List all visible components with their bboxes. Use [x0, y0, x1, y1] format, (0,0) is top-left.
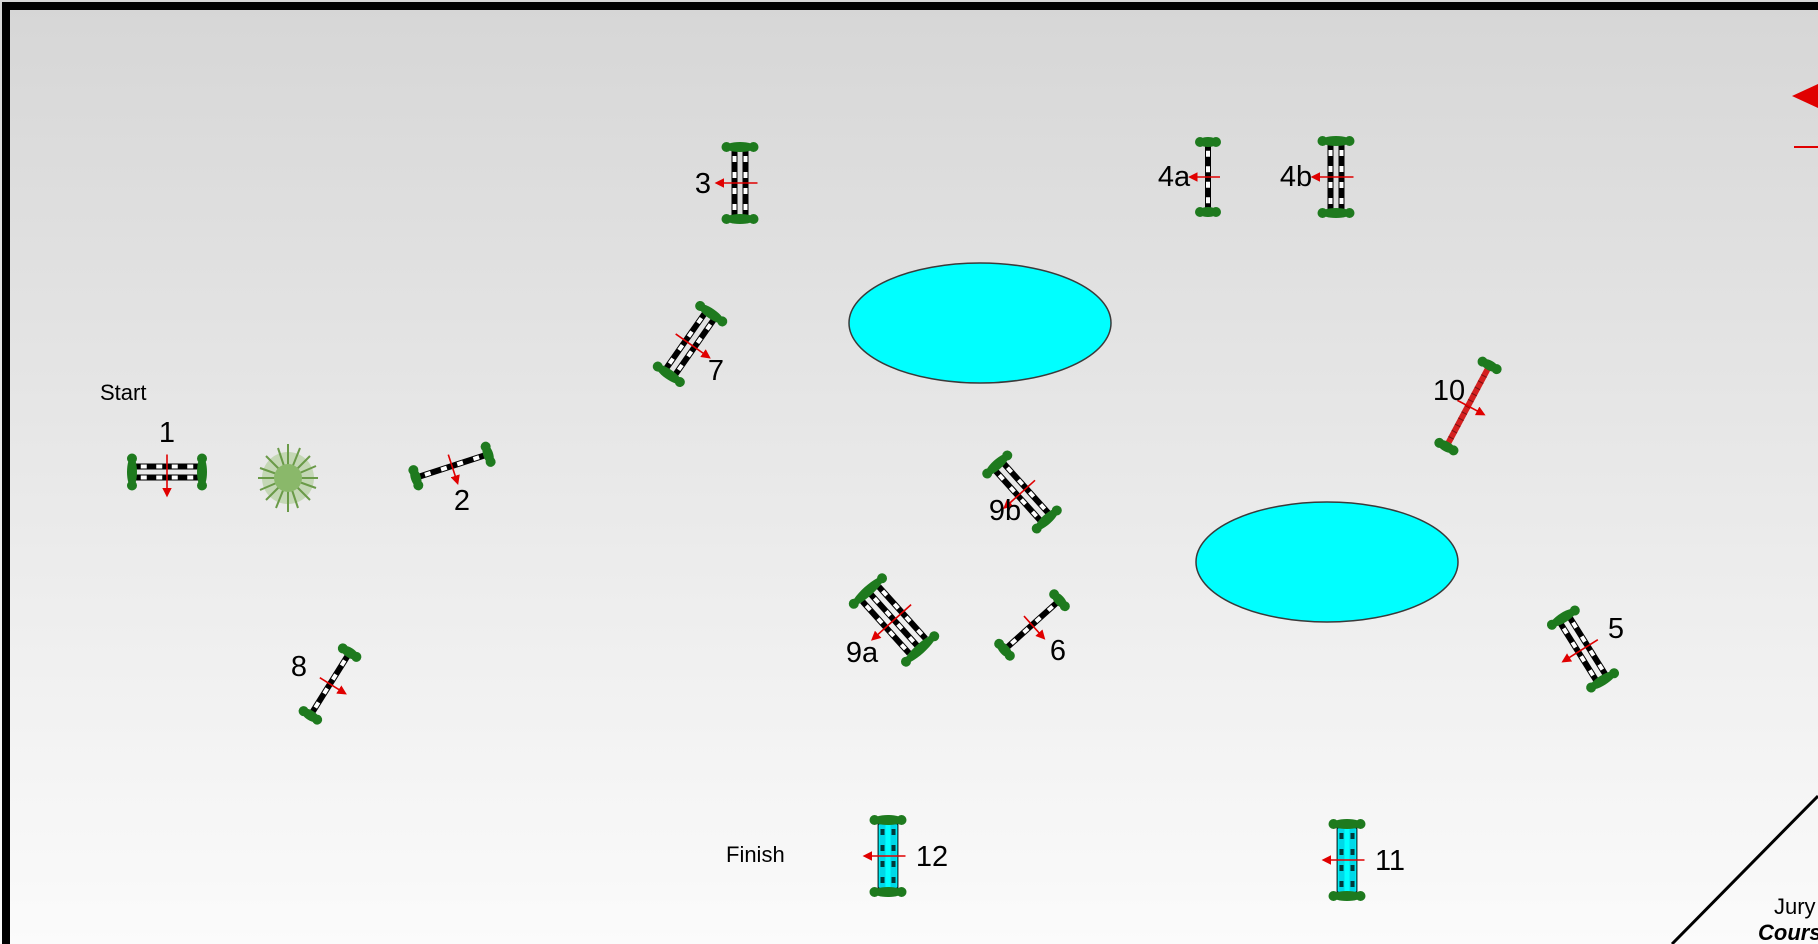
jump-4b	[1310, 136, 1355, 218]
jump-1	[127, 453, 207, 498]
jump-label-6: 6	[1050, 635, 1066, 667]
jump-label-9b: 9b	[989, 495, 1021, 527]
finish-label: Finish	[726, 842, 785, 867]
jump-label-5: 5	[1608, 613, 1624, 645]
water-pond-top	[848, 262, 1112, 384]
jump-label-8: 8	[291, 651, 307, 683]
jump-9a	[848, 573, 940, 667]
jump-9b	[982, 450, 1062, 534]
jump-10	[1434, 356, 1502, 456]
jump-3	[714, 142, 759, 224]
jump-label-4a: 4a	[1158, 161, 1191, 193]
jump-label-12: 12	[916, 841, 948, 873]
jury-label: Jury	[1774, 894, 1816, 919]
direction-arrow-icon	[1792, 84, 1818, 148]
jump-label-10: 10	[1433, 375, 1465, 407]
jury-box-edge	[1670, 794, 1818, 944]
jump-label-4b: 4b	[1280, 161, 1312, 193]
jump-label-3: 3	[695, 168, 711, 200]
course-designer-label: Cours	[1758, 920, 1818, 944]
jump-7	[652, 300, 728, 388]
jump-11	[1321, 819, 1366, 901]
jump-6	[994, 589, 1070, 661]
jump-label-1: 1	[159, 417, 175, 449]
jump-12	[862, 815, 907, 897]
jump-4a	[1188, 137, 1221, 217]
start-label: Start	[100, 380, 146, 405]
jump-8	[298, 643, 362, 725]
shrub-icon	[258, 444, 318, 512]
jump-5	[1546, 605, 1620, 693]
water-pond-right	[1195, 501, 1459, 623]
jump-label-7: 7	[708, 355, 724, 387]
jump-label-11: 11	[1375, 845, 1405, 877]
jump-label-9a: 9a	[846, 637, 879, 669]
jump-2	[408, 441, 496, 491]
jump-label-2: 2	[454, 485, 470, 517]
